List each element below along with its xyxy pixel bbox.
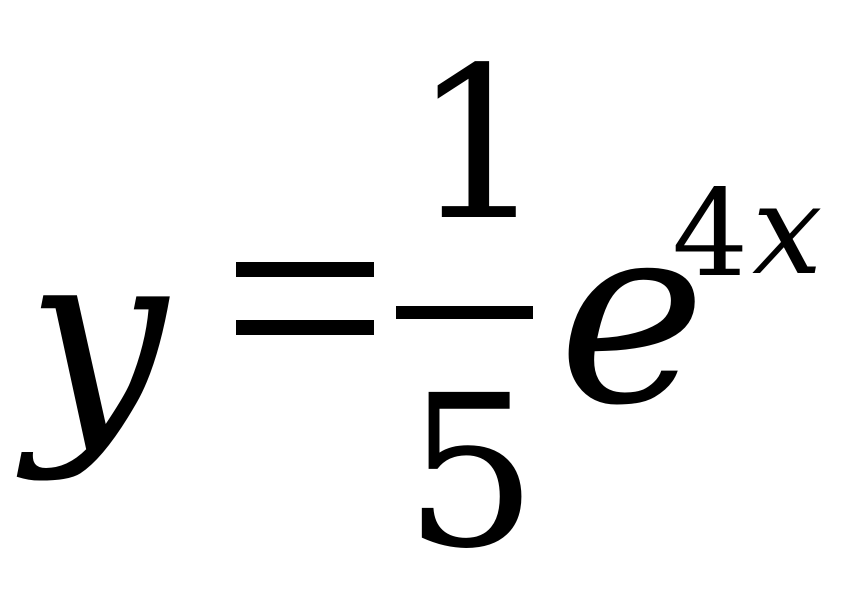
exponential-base: e: [558, 169, 706, 460]
equals-sign-top-bar: [236, 262, 374, 277]
exponent-variable: x: [752, 158, 823, 303]
fraction-denominator: 5: [404, 350, 538, 595]
fraction-bar: [396, 306, 533, 319]
fraction-numerator: 1: [412, 22, 546, 267]
exponent-coefficient: 4: [672, 165, 749, 304]
lhs-variable: y: [26, 193, 168, 484]
equals-sign-bottom-bar: [236, 320, 374, 335]
